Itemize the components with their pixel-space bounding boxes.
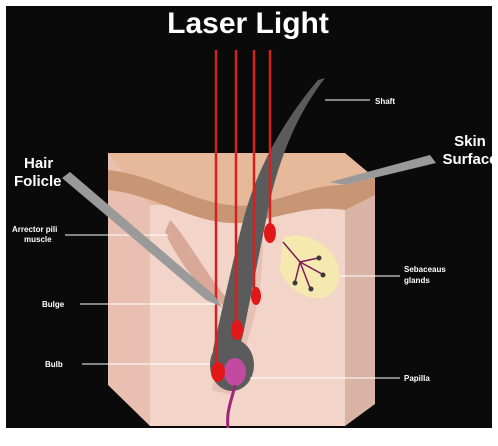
diagram-title: Laser Light xyxy=(167,7,329,40)
label-shaft: Shaft xyxy=(375,97,395,106)
label-hair: Hair xyxy=(24,155,53,172)
label-bulb: Bulb xyxy=(45,360,63,369)
label-surface: Surface xyxy=(442,151,497,168)
label-bulge: Bulge xyxy=(42,300,65,309)
label-arrector-pili: Arrector pili xyxy=(12,225,57,234)
label-glands: glands xyxy=(404,276,430,285)
dermal-papilla xyxy=(224,358,246,386)
skin-block-side xyxy=(345,178,375,426)
label-sebaceous: Sebaceaus xyxy=(404,265,446,274)
label-papilla: Papilla xyxy=(404,374,430,383)
label-muscle: muscle xyxy=(24,235,52,244)
label-skin: Skin xyxy=(454,133,486,150)
label-follicle: Folicle xyxy=(14,173,62,190)
